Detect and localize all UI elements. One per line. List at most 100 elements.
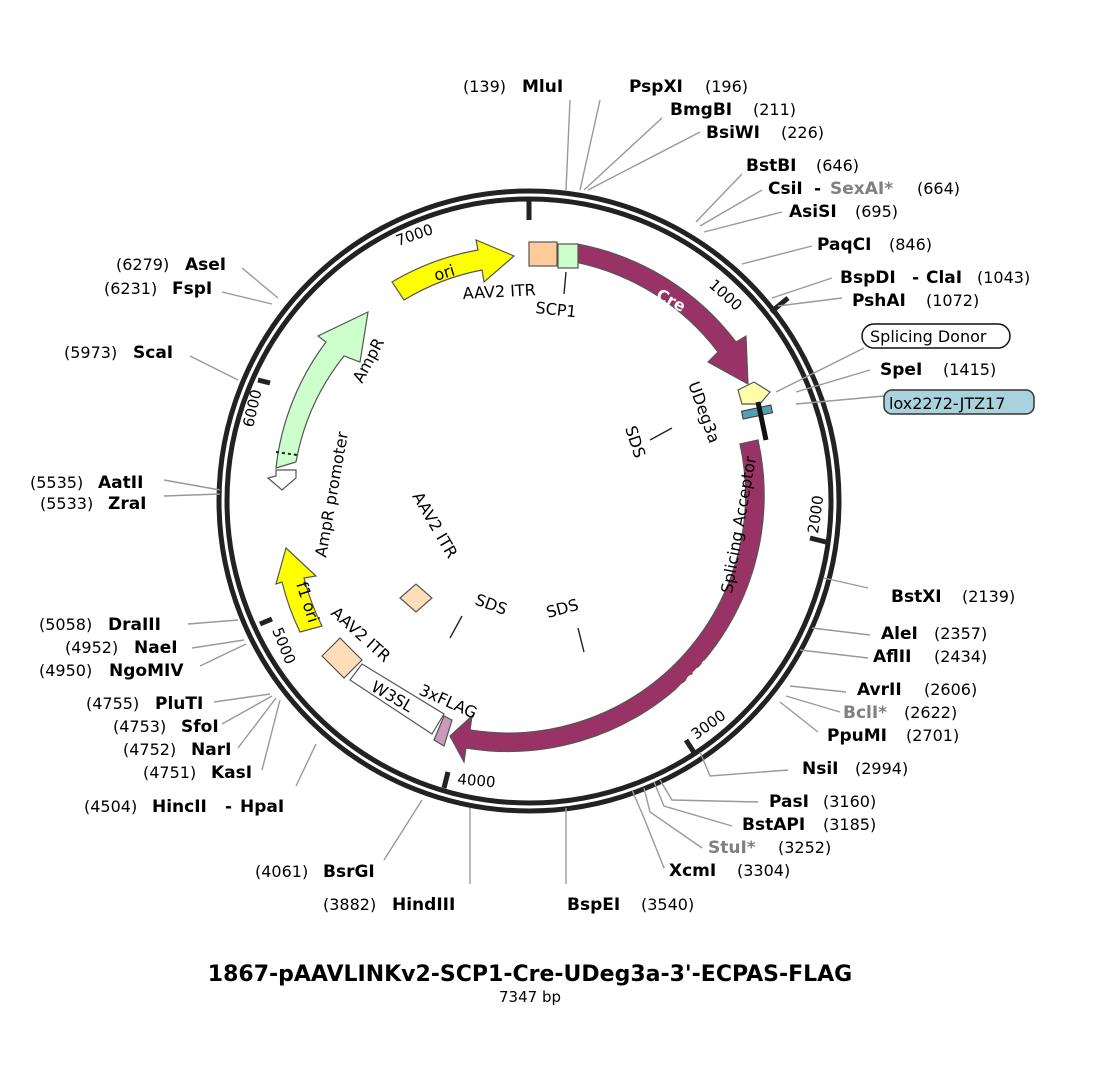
tick-label-7000: 7000: [393, 220, 435, 249]
site-name-nari: NarI: [191, 740, 231, 760]
site-pos-ngomiv: (4950): [39, 661, 92, 680]
site-pos-pshai: (1072): [926, 291, 979, 310]
lox-callout: [883, 389, 1035, 415]
site-pos-bspdi: (1043): [977, 268, 1030, 287]
site-sep-csii: -: [814, 179, 821, 199]
plasmid-title: 1867-pAAVLINKv2-SCP1-Cre-UDeg3a-3'-ECPAS…: [208, 962, 852, 987]
aav2-itr-top-box: [528, 241, 558, 267]
site-name-avrii: AvrII: [857, 680, 902, 700]
site-name-bstbi: BstBI: [746, 156, 797, 176]
site-name-ppumi: PpuMI: [827, 726, 887, 746]
site-name-hindiii: HindIII: [392, 895, 455, 915]
site-pos-spei: (1415): [943, 360, 996, 379]
site-name-clai: ClaI: [926, 268, 962, 288]
splicing-donor-callout-text: Splicing Donor: [870, 327, 987, 346]
site-name-bsiwi: BsiWI: [706, 123, 760, 143]
aav2-itr-bottom-box: [321, 637, 363, 679]
site-pos-bstbi: (646): [816, 156, 859, 175]
aav2-itr-top-label: AAV2 ITR: [462, 280, 536, 303]
site-name-bstapi: BstAPI: [742, 815, 805, 835]
tick-label-3000: 3000: [688, 706, 729, 743]
lox-callout-text: lox2272-JTZ17: [889, 394, 1005, 413]
site-name-bstxi: BstXI: [891, 587, 942, 607]
site-leaders: [163, 99, 871, 884]
ampr-promoter-arrow: [266, 469, 297, 491]
site-name-spei: SpeI: [880, 360, 922, 380]
site-pos-sfoi: (4753): [113, 717, 166, 736]
site-pos-nari: (4752): [123, 740, 176, 759]
tick-1000: [769, 296, 790, 314]
site-name-sfoi: SfoI: [181, 717, 219, 737]
site-name-csii: CsiI: [768, 179, 803, 199]
ecpas-arrow: [449, 439, 765, 764]
site-pos-bstxi: (2139): [962, 587, 1015, 606]
site-name-hpai: HpaI: [240, 797, 284, 817]
site-name-xcmi: XcmI: [669, 861, 716, 881]
ampr-promoter-label: AmpR promoter: [311, 430, 352, 559]
site-pos-nsii: (2994): [855, 759, 908, 778]
site-labels: (139) MluI PspXI (196) BmgBI (211) BsiWI…: [30, 77, 1030, 915]
site-pos-scai: (5973): [64, 343, 117, 362]
tick-5000: [259, 616, 273, 627]
site-name-hincii: HincII: [152, 797, 207, 817]
backbone-outer: [216, 188, 842, 814]
site-pos-alei: (2357): [934, 624, 987, 643]
site-pos-avrii: (2606): [924, 680, 977, 699]
site-name-bspei: BspEI: [567, 895, 620, 915]
site-pos-csii: (664): [917, 179, 960, 198]
site-sep-bspdi: -: [912, 268, 919, 288]
aav2-itr-inner-box: [399, 583, 433, 613]
udeg3a-label: UDeg3a: [684, 379, 724, 446]
site-pos-bcli: (2622): [904, 703, 957, 722]
site-pos-pspxi: (196): [705, 77, 748, 96]
site-name-aflii: AflII: [873, 647, 911, 667]
site-name-ngomiv: NgoMIV: [109, 661, 184, 681]
splicing-donor-marker: [737, 381, 771, 405]
sds-label-2: SDS: [473, 590, 510, 619]
site-name-pspxi: PspXI: [629, 77, 683, 97]
site-name-alei: AleI: [881, 624, 918, 644]
site-pos-pasi: (3160): [823, 792, 876, 811]
site-name-mlui: MluI: [522, 77, 563, 97]
site-pos-ppumi: (2701): [906, 726, 959, 745]
tick-label-6000: 6000: [239, 388, 265, 429]
site-name-stui: StuI*: [708, 838, 756, 858]
site-name-kasi: KasI: [211, 763, 252, 783]
site-pos-kasi: (4751): [143, 763, 196, 782]
site-name-bsrgi: BsrGI: [323, 862, 375, 882]
site-name-bspdi: BspDI: [840, 268, 896, 288]
site-pos-pluti: (4755): [86, 694, 139, 713]
ticks: [257, 198, 827, 789]
aav2-itr-inner-label: AAV2 ITR: [409, 489, 462, 562]
site-pos-fspi: (6231): [104, 279, 157, 298]
site-name-pshai: PshAI: [852, 291, 906, 311]
site-pos-naei: (4952): [65, 638, 118, 657]
tick-label-4000: 4000: [457, 770, 497, 791]
site-name-pluti: PluTI: [155, 694, 203, 714]
plasmid-length: 7347 bp: [499, 988, 561, 1006]
site-pos-bspei: (3540): [641, 895, 694, 914]
site-pos-hindiii: (3882): [323, 895, 376, 914]
flag-box: [433, 715, 453, 747]
site-pos-bmgbi: (211): [753, 100, 796, 119]
site-pos-hincii: (4504): [84, 797, 137, 816]
f1-ori-arrow: [275, 546, 323, 633]
scp1-box: [557, 243, 579, 269]
site-pos-bsrgi: (4061): [255, 862, 308, 881]
site-pos-draiii: (5058): [39, 615, 92, 634]
site-name-bmgbi: BmgBI: [670, 100, 732, 120]
site-pos-zrai: (5533): [40, 494, 93, 513]
ampr-arrow: [275, 310, 369, 469]
site-pos-mlui: (139): [463, 77, 506, 96]
cre-arrow: [574, 243, 749, 386]
site-name-asei: AseI: [185, 255, 226, 275]
site-name-fspi: FspI: [172, 279, 212, 299]
site-name-bcli: BclI*: [843, 703, 887, 723]
tick-4000: [441, 771, 451, 789]
site-pos-stui: (3252): [778, 838, 831, 857]
site-pos-bsiwi: (226): [781, 123, 824, 142]
site-pos-asei: (6279): [116, 255, 169, 274]
tick-label-2000: 2000: [804, 494, 827, 534]
site-pos-bstapi: (3185): [823, 815, 876, 834]
